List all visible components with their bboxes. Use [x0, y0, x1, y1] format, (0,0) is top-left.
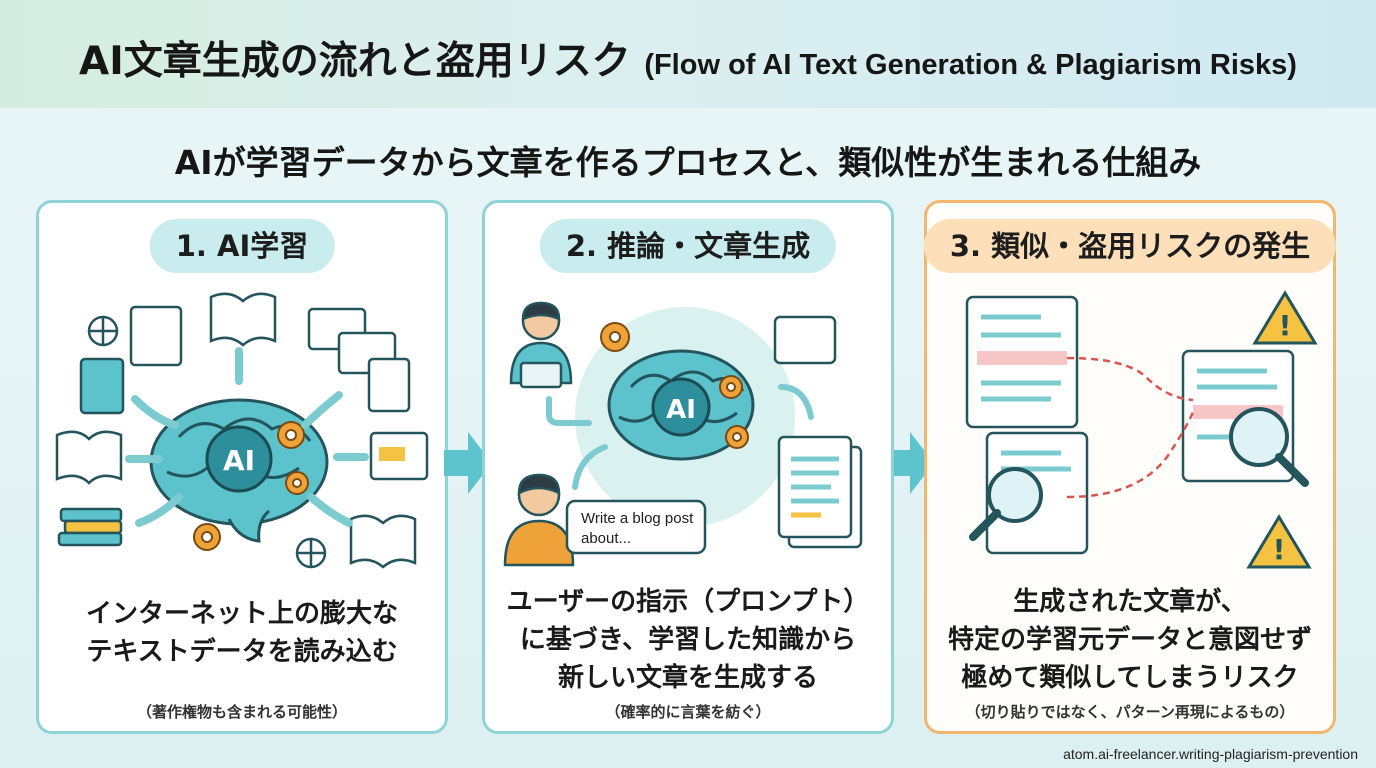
description-line: インターネット上の膨大な [85, 599, 398, 629]
step-note: （確率的に言葉を紡ぐ） [605, 703, 771, 721]
globe-icon [87, 315, 327, 569]
prompt-bubble-line: Write a blog post [581, 510, 694, 527]
svg-text:!: ! [1273, 533, 1286, 566]
page-title: AI文章生成の流れと盗用リスク (Flow of AI Text Generat… [0, 30, 1376, 86]
step-description: 生成された文章が、 特定の学習元データと意図せず 極めて類似してしまうリスク [927, 583, 1333, 697]
description-line: に基づき、学習した知識から [519, 625, 857, 655]
step-panel-generation: 2. 推論・文章生成 Write a blog post about... AI [482, 200, 894, 734]
magnifier-icon [969, 407, 1309, 541]
document-icon [773, 315, 863, 549]
gear-icon [193, 421, 309, 551]
learning-illustration: AI [55, 292, 429, 569]
description-line: ユーザーの指示（プロンプト） [506, 587, 870, 617]
step-panel-learning: 1. AI学習 AI [36, 200, 448, 734]
gear-icon [600, 322, 749, 449]
prompt-bubble [565, 499, 707, 555]
prompt-bubble-line: about... [581, 530, 631, 547]
step-note: （著作権物も含まれる可能性） [136, 703, 347, 721]
description-line: テキストデータを読み込む [86, 637, 398, 667]
description-line: 特定の学習元データと意図せず [947, 625, 1312, 655]
footer-source: atom.ai-freelancer.writing-plagiarism-pr… [1063, 746, 1358, 762]
description-line: 極めて類似してしまうリスク [961, 663, 1299, 693]
step-description: ユーザーの指示（プロンプト） に基づき、学習した知識から 新しい文章を生成する [485, 583, 891, 697]
svg-text:!: ! [1279, 309, 1292, 342]
description-line: 新しい文章を生成する [557, 663, 818, 693]
generation-illustration: Write a blog post about... AI [503, 301, 863, 567]
step-heading: 2. 推論・文章生成 [539, 219, 837, 273]
title-english: (Flow of AI Text Generation & Plagiarism… [644, 49, 1297, 81]
book-icon [55, 292, 417, 569]
arrow-icon [546, 384, 814, 490]
description-line: 生成された文章が、 [1013, 587, 1247, 617]
step-note: （切り貼りではなく、パターン再現によるもの） [965, 703, 1295, 721]
flow-arrow-icon [886, 432, 934, 494]
similarity-line [1066, 356, 1195, 499]
header-band [0, 0, 1376, 108]
document-icon [129, 305, 429, 481]
step-heading: 1. AI学習 [149, 219, 335, 273]
step-heading: 3. 類似・盗用リスクの発生 [923, 219, 1337, 273]
warning-icon: ! ! [1246, 290, 1318, 569]
arrow-icon [125, 347, 369, 527]
risk-illustration: ! ! [965, 290, 1318, 569]
step-description: インターネット上の膨大な テキストデータを読み込む [39, 595, 445, 671]
ai-badge-circle [205, 425, 273, 493]
user-icon [509, 301, 573, 389]
user-icon [503, 473, 575, 567]
step-panel-risk: 3. 類似・盗用リスクの発生 ! ! 生成され [923, 200, 1337, 734]
flow-arrow-icon [444, 432, 492, 494]
page-subtitle: AIが学習データから文章を作るプロセスと、類似性が生まれる仕組み [174, 143, 1202, 182]
ai-badge-text: AI [666, 395, 696, 425]
title-japanese: AI文章生成の流れと盗用リスク [79, 39, 631, 84]
ai-badge-circle [651, 377, 711, 437]
ai-badge-text: AI [223, 444, 255, 477]
